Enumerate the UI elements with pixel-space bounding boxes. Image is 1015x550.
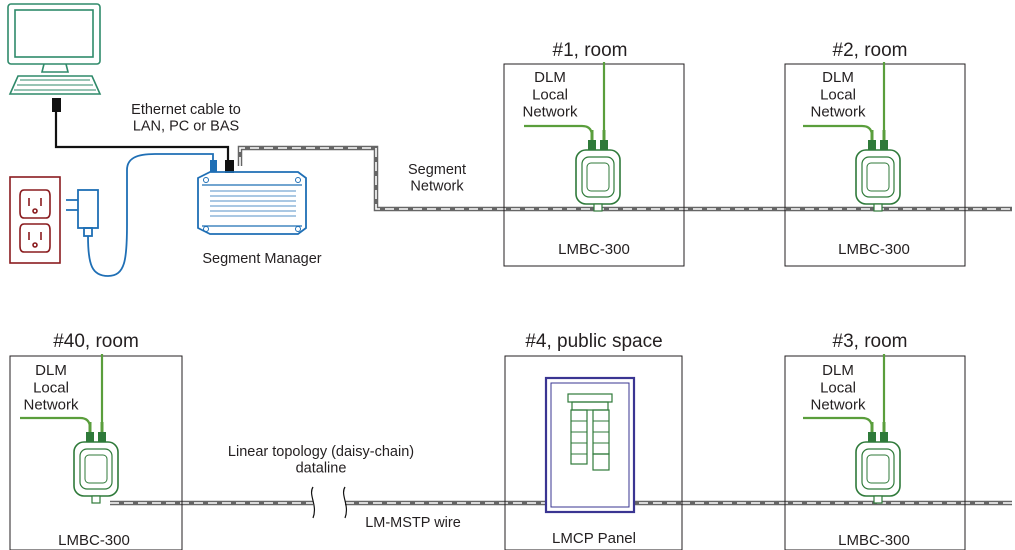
- room-box-2: [784, 63, 966, 267]
- power-adapter-icon: [66, 153, 214, 277]
- device-label: LMBC-300: [58, 532, 130, 549]
- segment-manager-label: Segment Manager: [202, 251, 321, 267]
- room-box-40: [9, 355, 183, 550]
- device-label: LMBC-300: [558, 241, 630, 258]
- room-title: #3, room: [833, 331, 908, 352]
- device-label: LMBC-300: [838, 241, 910, 258]
- ethernet-cable: [54, 112, 230, 165]
- room-box-1: [503, 63, 685, 267]
- device-label: LMCP Panel: [552, 530, 636, 547]
- lmcp-panel-icon: [544, 376, 636, 514]
- power-outlet-icon: [9, 176, 61, 264]
- lm-mstp-wire-label: LM-MSTP wire: [365, 515, 461, 531]
- device-label: LMBC-300: [838, 532, 910, 549]
- room-title: #40, room: [53, 331, 139, 352]
- room-box-4: [504, 355, 683, 550]
- room-title: #1, room: [553, 40, 628, 61]
- ethernet-plug-icon: [52, 98, 61, 112]
- room-box-3: [784, 355, 966, 550]
- lmbc-device-icon: [574, 128, 622, 213]
- segment-network-wire: [237, 145, 1012, 212]
- segment-manager-icon: [197, 160, 307, 235]
- lmbc-device-icon: [854, 420, 902, 505]
- room-title: #4, public space: [525, 331, 662, 352]
- wire-break-mark: [310, 486, 348, 519]
- lmbc-device-icon: [72, 420, 120, 505]
- linear-topology-label: Linear topology (daisy-chain)dataline: [228, 444, 414, 477]
- room-title: #2, room: [833, 40, 908, 61]
- lmbc-device-icon: [854, 128, 902, 213]
- computer-icon: [7, 3, 102, 95]
